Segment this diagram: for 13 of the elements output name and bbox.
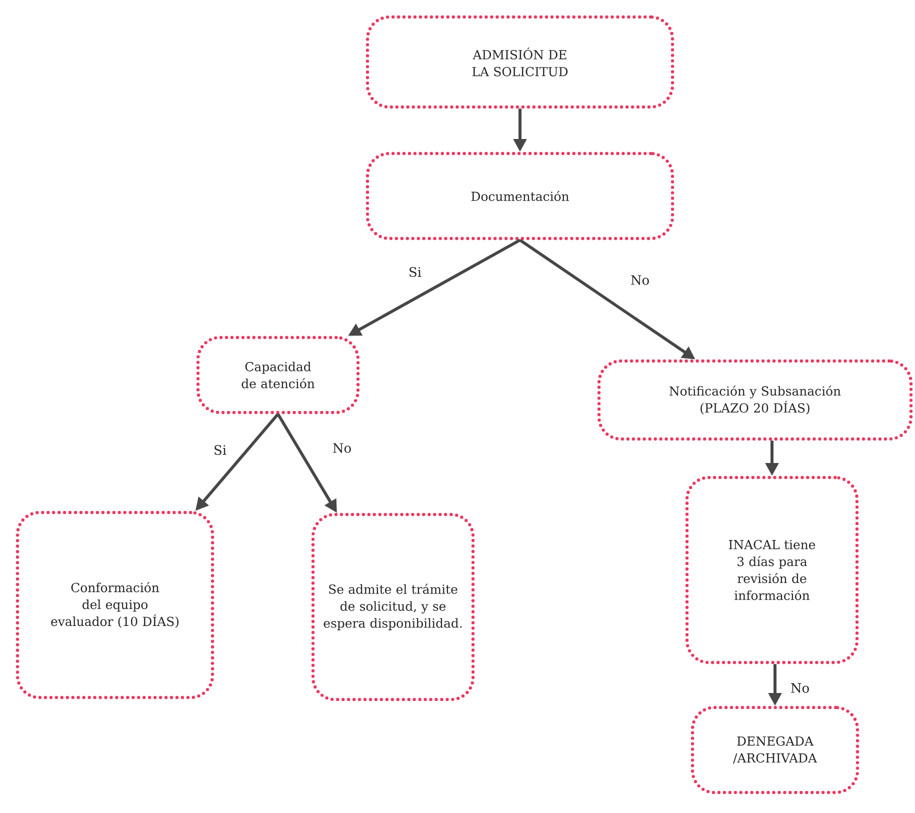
edge-label: Si xyxy=(212,444,228,456)
process-box: Capacidad de atención xyxy=(196,336,360,414)
process-box: ADMISIÓN DE LA SOLICITUD xyxy=(366,15,674,109)
process-box: DENEGADA /ARCHIVADA xyxy=(690,706,860,794)
process-box: INACAL tiene 3 días para revisión de información xyxy=(685,476,859,664)
process-box: Documentación xyxy=(366,152,674,240)
edge-label: Si xyxy=(408,266,422,278)
edge-label: No xyxy=(331,442,353,454)
process-box: Se admite el trámite de solicitud, y se espera disponibilidad. xyxy=(311,512,475,702)
process-box: Conformación del equipo evaluador (10 DÍAS) xyxy=(16,510,214,700)
process-box: Notificación y Subsanación (PLAZO 20 DÍAS) xyxy=(597,359,913,441)
edge-label: No xyxy=(789,682,811,694)
edge-label: No xyxy=(629,274,651,286)
